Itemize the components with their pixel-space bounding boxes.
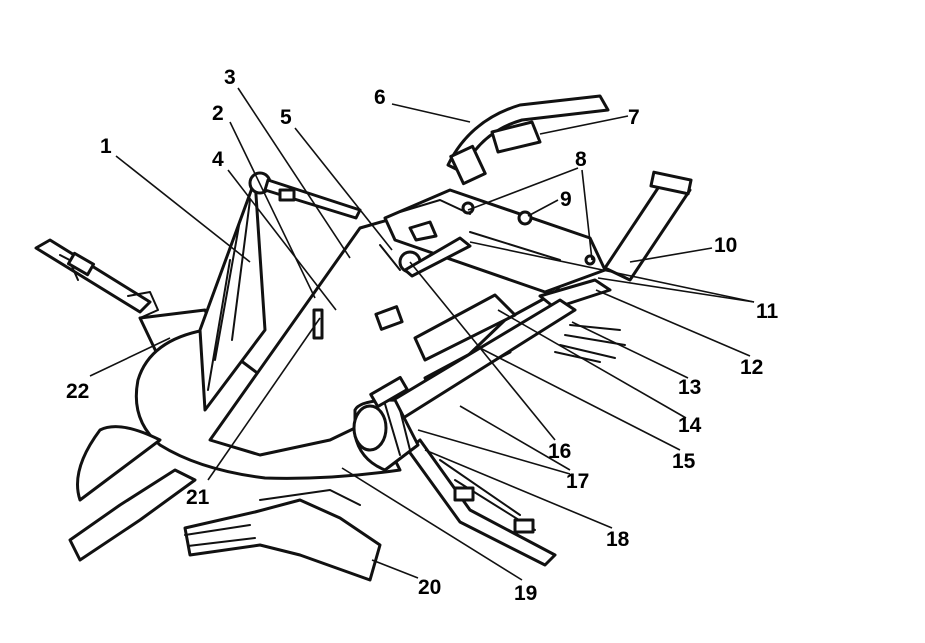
- callout-2: 2: [212, 102, 224, 125]
- leader-12: [595, 289, 751, 357]
- leader-lines: [89, 87, 755, 581]
- left-tail-strap: [34, 238, 159, 319]
- callout-9: 9: [560, 188, 572, 211]
- right-strap: [603, 170, 693, 282]
- leader-20: [371, 559, 419, 579]
- callout-17: 17: [566, 470, 589, 493]
- callout-1: 1: [100, 135, 112, 158]
- leader-17b: [417, 429, 571, 475]
- callout-13: 13: [678, 376, 701, 399]
- leader-22: [89, 337, 171, 377]
- callout-numbers: 1 2 3 4 5 6 7 8 9 10 11 12 13 14 15 16 1…: [66, 66, 779, 605]
- leader-13: [571, 321, 689, 379]
- callout-4: 4: [212, 148, 224, 171]
- leader-19: [341, 467, 523, 581]
- leader-21: [207, 317, 321, 481]
- callout-3: 3: [224, 66, 236, 89]
- drum-roller: [352, 375, 420, 472]
- apparatus-drawing: [34, 94, 693, 582]
- leader-1: [115, 155, 251, 263]
- fringe-straps: [554, 324, 626, 363]
- leader-8a: [467, 167, 579, 211]
- upper-frame: [383, 188, 607, 294]
- callout-6: 6: [374, 86, 386, 109]
- leader-15: [479, 347, 681, 451]
- callout-15: 15: [672, 450, 696, 473]
- leader-2: [229, 121, 316, 299]
- callout-19: 19: [514, 582, 537, 605]
- leader-4: [227, 169, 337, 311]
- callout-5: 5: [280, 106, 292, 129]
- leader-7: [539, 115, 629, 135]
- callout-14: 14: [678, 414, 702, 437]
- callout-21: 21: [186, 486, 210, 509]
- callout-10: 10: [714, 234, 737, 257]
- leader-17a: [459, 405, 571, 471]
- leader-9: [527, 199, 559, 217]
- callout-7: 7: [628, 106, 640, 129]
- leader-5: [294, 127, 393, 251]
- callout-8: 8: [575, 148, 587, 171]
- callout-16: 16: [548, 440, 571, 463]
- leader-11b: [597, 277, 755, 303]
- callout-22: 22: [66, 380, 89, 403]
- callout-12: 12: [740, 356, 763, 379]
- bottom-straps: [68, 425, 382, 582]
- leader-14: [497, 309, 687, 419]
- leader-11a: [469, 241, 755, 303]
- hinge-ring: [248, 171, 362, 220]
- leader-10: [629, 247, 713, 263]
- leader-18: [424, 449, 613, 529]
- leader-8b: [581, 169, 593, 261]
- leader-6: [391, 103, 471, 123]
- top-tube: [446, 94, 610, 186]
- leader-16: [409, 261, 556, 441]
- callout-11: 11: [756, 300, 779, 323]
- callout-20: 20: [418, 576, 441, 599]
- leader-3: [237, 87, 351, 259]
- callout-18: 18: [606, 528, 630, 551]
